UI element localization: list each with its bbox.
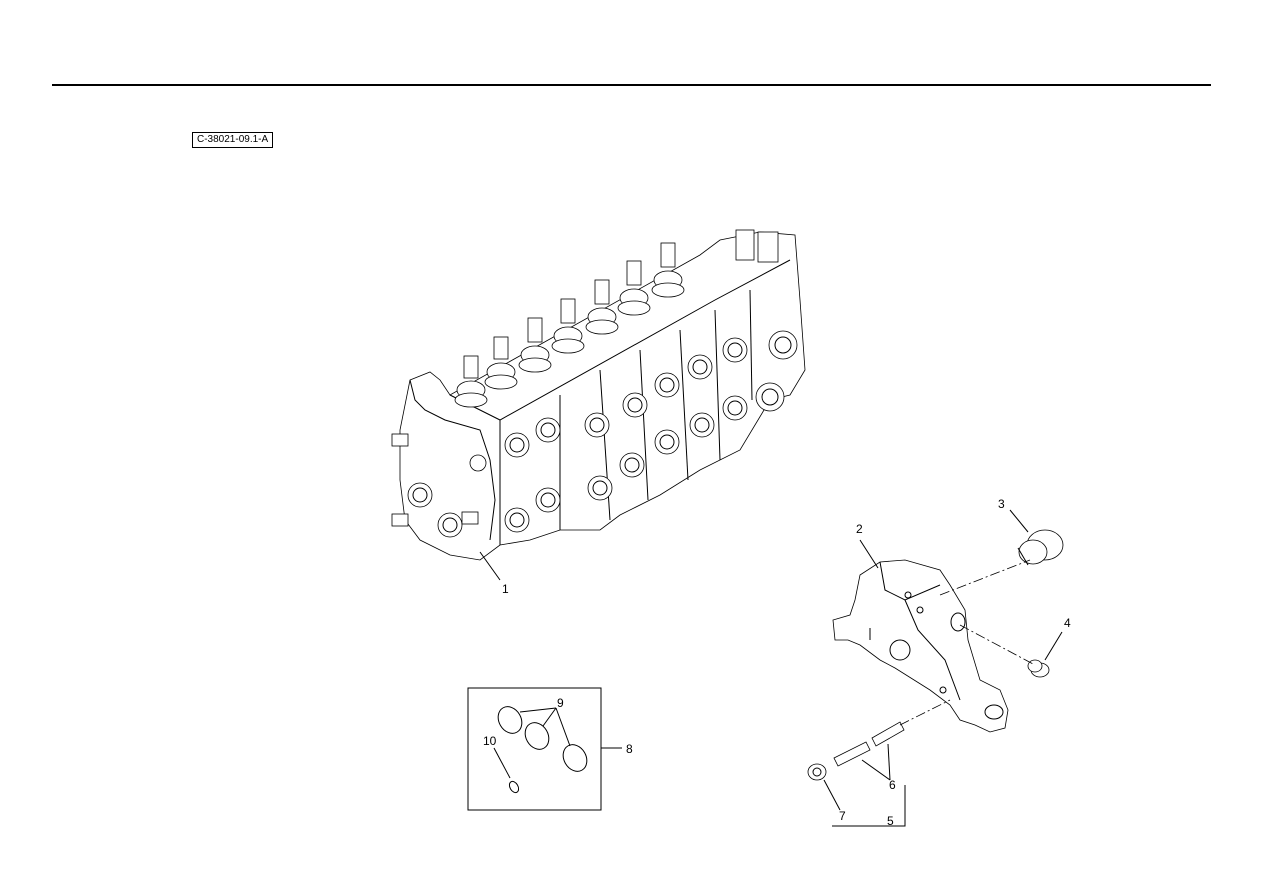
figure-reference-code: C-38021-09.1-A [192, 132, 274, 148]
part-4-small-plug [1027, 631, 1063, 678]
part-2-end-cover [832, 539, 1009, 733]
part-5-7-stud-kit [807, 721, 906, 827]
callout-8: 8 [626, 742, 633, 756]
callout-9: 9 [557, 696, 564, 710]
callout-5: 5 [887, 814, 894, 828]
part-8-seal-kit [467, 687, 622, 811]
part-1-control-valve [391, 229, 806, 581]
callout-6: 6 [889, 778, 896, 792]
callout-10: 10 [483, 734, 497, 748]
callout-1: 1 [502, 582, 509, 596]
header-rule [52, 84, 1211, 86]
callout-3: 3 [998, 497, 1005, 511]
callout-4: 4 [1064, 616, 1071, 630]
callout-2: 2 [856, 522, 863, 536]
part-3-plug [1009, 509, 1064, 566]
callout-7: 7 [839, 809, 846, 823]
